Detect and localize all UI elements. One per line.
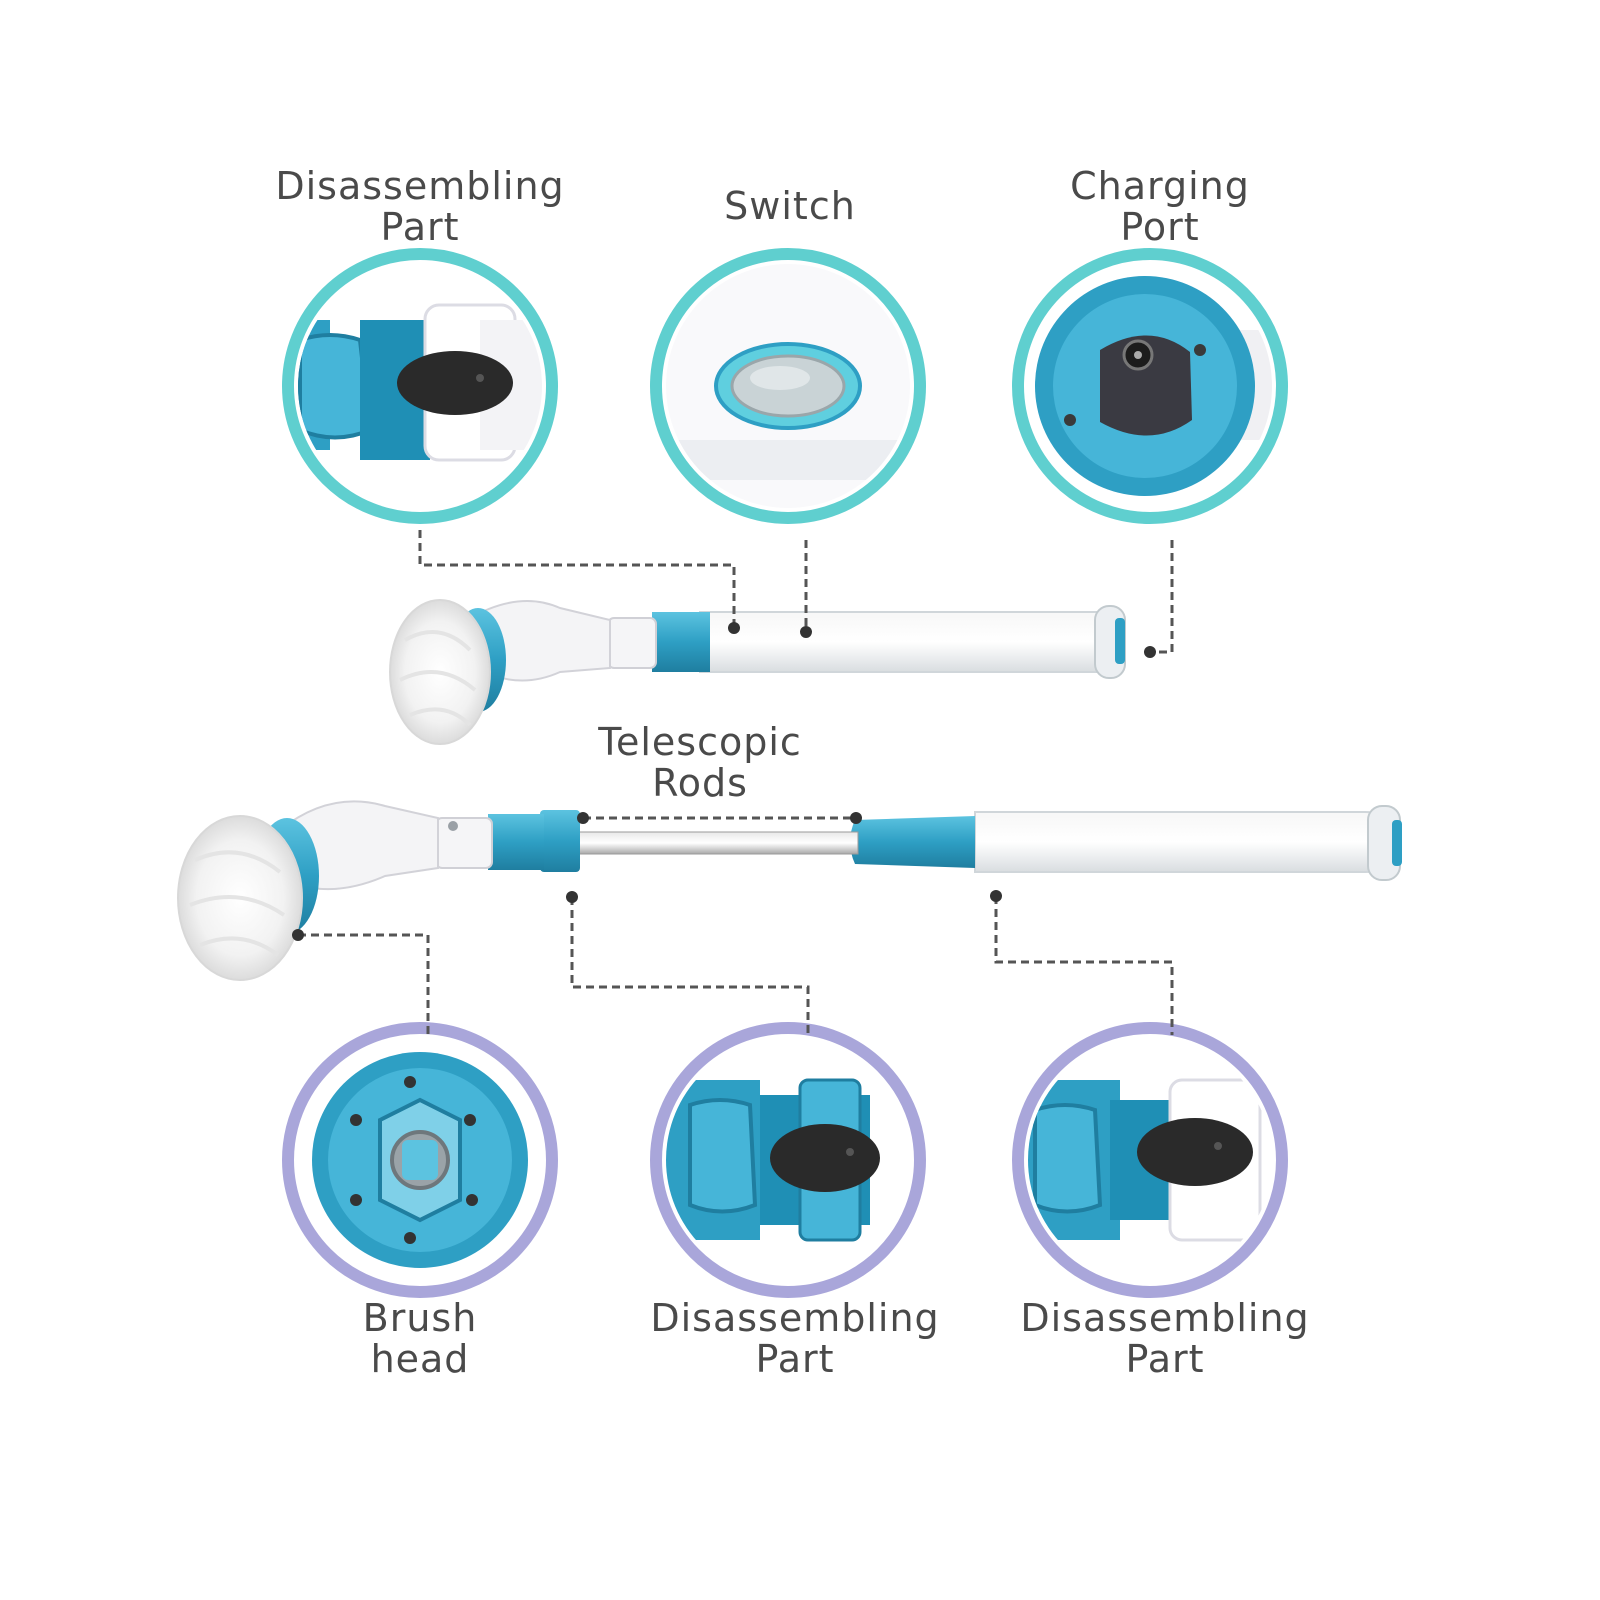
label-charging-port: Charging Port (1070, 164, 1250, 249)
label-switch: Switch (724, 184, 856, 228)
spin-scrubber-extended (177, 800, 1402, 981)
label-disassembling-part-bottom-right: Disassembling Part (1020, 1296, 1310, 1381)
leader-dots (292, 622, 1156, 941)
detail-circle-disassembling-bottom-middle (650, 1022, 926, 1298)
label-disassembling-part-top: Disassembling Part (275, 164, 565, 249)
lock-clip-icon (1028, 1038, 1272, 1282)
power-switch-icon (666, 264, 910, 508)
label-disassembling-part-bottom-middle: Disassembling Part (650, 1296, 940, 1381)
charging-port-icon (1028, 264, 1272, 508)
label-brush-head: Brush head (362, 1296, 478, 1381)
detail-circle-disassembling-top (282, 248, 558, 524)
lock-clip-icon (298, 264, 542, 508)
leader-lines (298, 530, 1174, 1035)
detail-circle-switch (650, 248, 926, 524)
telescopic-metal-rod (577, 831, 859, 855)
detail-circle-brush-head (282, 1022, 558, 1298)
spin-scrubber-compact (389, 599, 1126, 745)
label-telescopic-rods: Telescopic Rods (598, 720, 802, 805)
detail-circle-disassembling-bottom-right (1012, 1022, 1288, 1298)
detail-circle-charging-port (1012, 248, 1288, 524)
lock-clip-icon (666, 1038, 910, 1282)
brush-mount-icon (298, 1038, 542, 1282)
